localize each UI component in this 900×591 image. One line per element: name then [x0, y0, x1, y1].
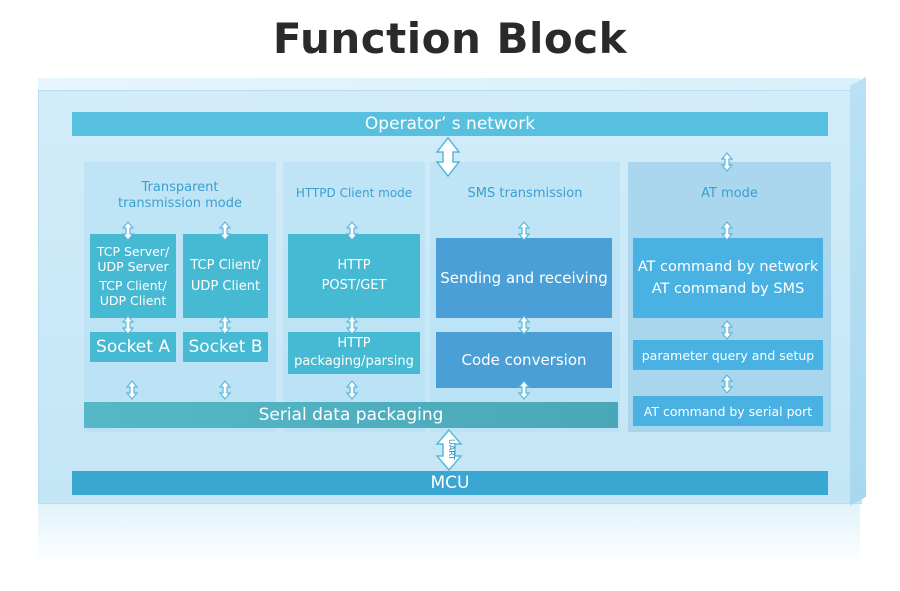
tcp-client-block: TCP Client/ UDP Client — [183, 234, 268, 318]
tcp-client-line1: TCP Client/ — [190, 258, 261, 273]
socket-b-block: Socket B — [183, 332, 268, 362]
http-packaging-block: HTTP packaging/parsing — [288, 332, 420, 374]
serial-data-packaging-bar: Serial data packaging — [84, 402, 618, 428]
socket-a-block: Socket A — [90, 332, 176, 362]
transparent-title-line2: transmission mode — [117, 196, 243, 211]
arrow-at3 — [721, 374, 733, 394]
arrow-at0 — [721, 152, 733, 172]
arrow-h3 — [346, 380, 358, 400]
box-top-face — [38, 78, 860, 90]
http-packaging-line1: HTTP — [337, 336, 371, 351]
transparent-title-line1: Transparent — [141, 180, 219, 195]
sms-mode-title: SMS transmission — [467, 186, 583, 201]
code-conversion-block: Code conversion — [436, 332, 612, 388]
httpd-mode-title: HTTPD Client mode — [295, 186, 413, 200]
arrow-h1 — [346, 221, 358, 241]
parameter-query-block: parameter query and setup — [633, 340, 823, 370]
at-cmd-network: AT command by network — [637, 259, 819, 275]
diagram-title: Function Block — [272, 14, 628, 63]
http-post-get-line1: HTTP — [337, 258, 371, 273]
sending-receiving-block: Sending and receiving — [436, 238, 612, 318]
arrow-b3 — [219, 380, 231, 400]
arrow-a3 — [126, 380, 138, 400]
uart-arrow — [435, 428, 463, 472]
arrow-s2 — [518, 315, 530, 335]
box-reflection — [38, 504, 860, 564]
tcp-server-line3: TCP Client/ — [99, 278, 167, 293]
mcu-bar: MCU — [72, 471, 828, 495]
uart-label: UART — [447, 439, 456, 461]
tcp-server-line4: UDP Client — [99, 293, 167, 308]
at-cmd-sms: AT command by SMS — [651, 281, 805, 297]
arrow-at2 — [721, 320, 733, 340]
operator-network-bar: Operator’ s network — [72, 112, 828, 136]
transparent-mode-title: Transparent transmission mode — [84, 180, 276, 212]
http-post-get-line2: POST/GET — [321, 278, 387, 293]
tcp-client-line2: UDP Client — [190, 279, 261, 294]
operator-arrow — [435, 136, 461, 178]
arrow-a1 — [122, 221, 134, 241]
arrow-at1 — [721, 221, 733, 241]
http-post-get-block: HTTP POST/GET — [288, 234, 420, 318]
at-mode-title: AT mode — [701, 186, 758, 201]
arrow-s3 — [518, 380, 530, 400]
at-serial-port-block: AT command by serial port — [633, 396, 823, 426]
tcp-server-line2: UDP Server — [97, 259, 169, 274]
arrow-s1 — [518, 221, 530, 241]
http-packaging-line2: packaging/parsing — [294, 354, 414, 369]
arrow-b2 — [219, 315, 231, 335]
arrow-b1 — [219, 221, 231, 241]
tcp-server-line1: TCP Server/ — [96, 244, 170, 259]
at-network-sms-block: AT command by network AT command by SMS — [633, 238, 823, 318]
arrow-h2 — [346, 315, 358, 335]
tcp-server-block: TCP Server/ UDP Server TCP Client/ UDP C… — [90, 234, 176, 318]
arrow-a2 — [122, 315, 134, 335]
